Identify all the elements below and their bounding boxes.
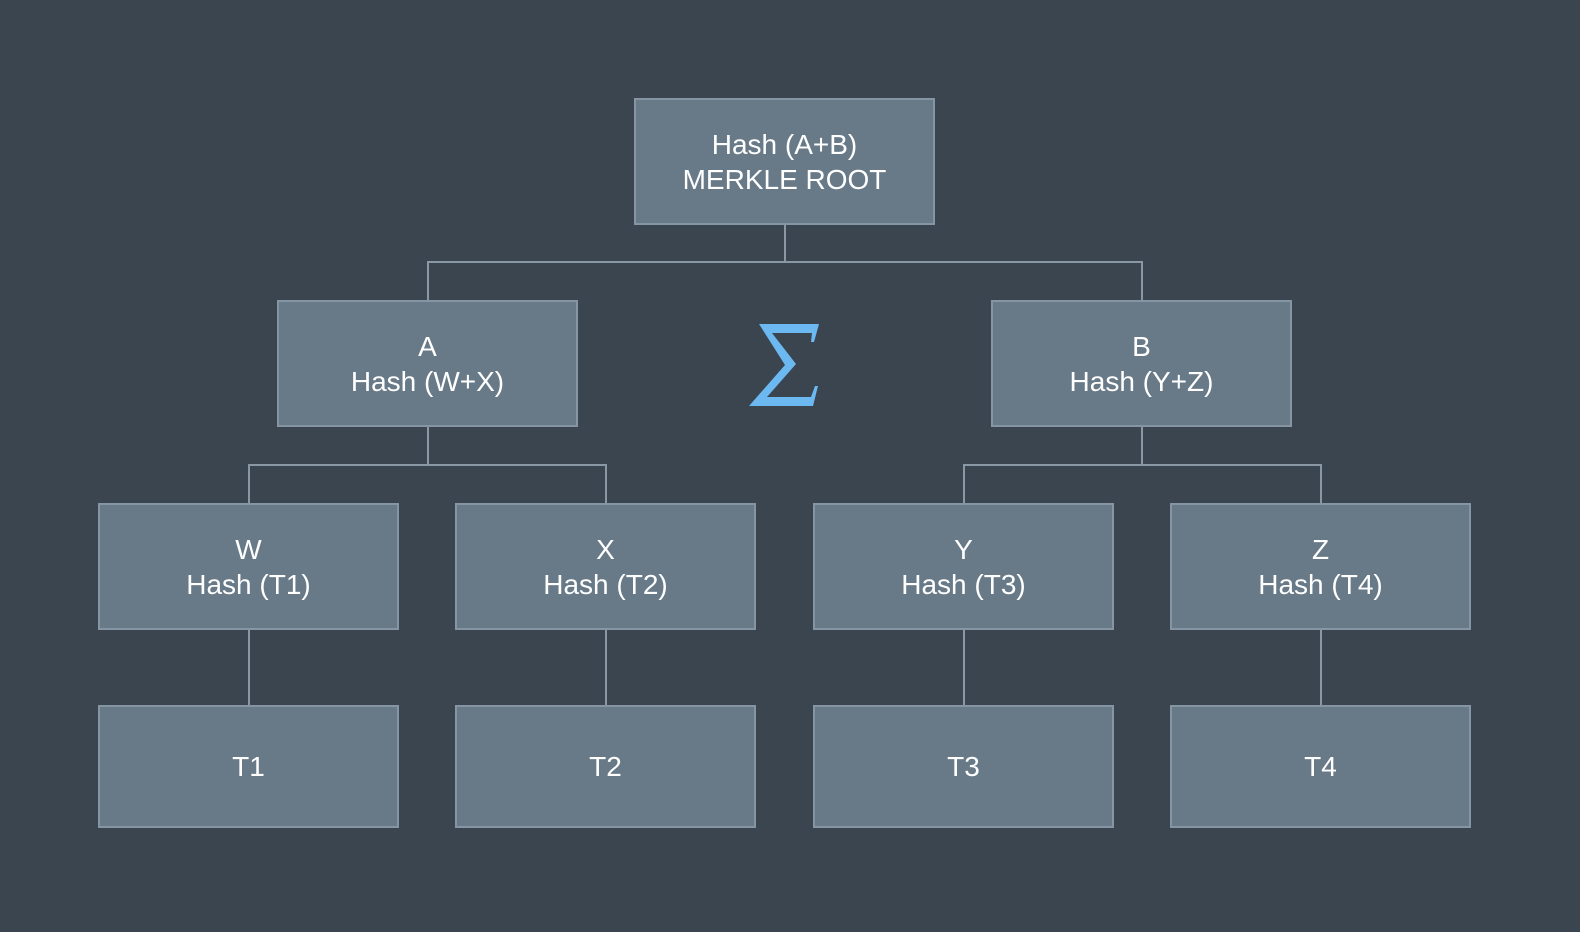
- node-z-name: Z: [1311, 533, 1330, 565]
- node-x: X Hash (T2): [455, 503, 756, 630]
- connector-b-to-y: [963, 464, 965, 504]
- merkle-root-title: MERKLE ROOT: [682, 163, 887, 195]
- connector-root-to-b: [1141, 261, 1143, 301]
- merkle-root-node: Hash (A+B) MERKLE ROOT: [634, 98, 935, 225]
- connector-b-stem: [1141, 426, 1143, 465]
- node-x-hash: Hash (T2): [543, 568, 668, 600]
- merkle-root-hash-label: Hash (A+B): [711, 128, 858, 160]
- node-x-name: X: [596, 533, 615, 565]
- node-y-hash: Hash (T3): [901, 568, 1026, 600]
- connector-a-to-x: [605, 464, 607, 504]
- node-y-name: Y: [954, 533, 973, 565]
- transaction-node-t3: T3: [813, 705, 1114, 828]
- node-z-hash: Hash (T4): [1258, 568, 1383, 600]
- transaction-node-t2: T2: [455, 705, 756, 828]
- connector-z-to-t4: [1320, 629, 1322, 706]
- transaction-node-t4: T4: [1170, 705, 1471, 828]
- connector-root-to-a: [427, 261, 429, 301]
- node-b-name: B: [1132, 330, 1151, 362]
- connector-root-bar: [427, 261, 1142, 263]
- connector-b-to-z: [1320, 464, 1322, 504]
- connector-y-to-t3: [963, 629, 965, 706]
- node-a-name: A: [418, 330, 437, 362]
- connector-a-to-w: [248, 464, 250, 504]
- node-y: Y Hash (T3): [813, 503, 1114, 630]
- node-a: A Hash (W+X): [277, 300, 578, 427]
- transaction-label-t2: T2: [589, 751, 622, 782]
- sigma-icon: [749, 324, 819, 406]
- node-b: B Hash (Y+Z): [991, 300, 1292, 427]
- node-a-hash: Hash (W+X): [350, 365, 505, 397]
- node-b-hash: Hash (Y+Z): [1069, 365, 1214, 397]
- connector-a-stem: [427, 426, 429, 465]
- node-z: Z Hash (T4): [1170, 503, 1471, 630]
- node-w-name: W: [235, 533, 262, 565]
- connector-x-to-t2: [605, 629, 607, 706]
- transaction-label-t1: T1: [232, 751, 265, 782]
- transaction-label-t4: T4: [1304, 751, 1337, 782]
- transaction-node-t1: T1: [98, 705, 399, 828]
- node-w-hash: Hash (T1): [186, 568, 311, 600]
- node-w: W Hash (T1): [98, 503, 399, 630]
- connector-root-stem: [784, 224, 786, 262]
- connector-b-bar: [963, 464, 1322, 466]
- transaction-label-t3: T3: [947, 751, 980, 782]
- connector-w-to-t1: [248, 629, 250, 706]
- connector-a-bar: [248, 464, 607, 466]
